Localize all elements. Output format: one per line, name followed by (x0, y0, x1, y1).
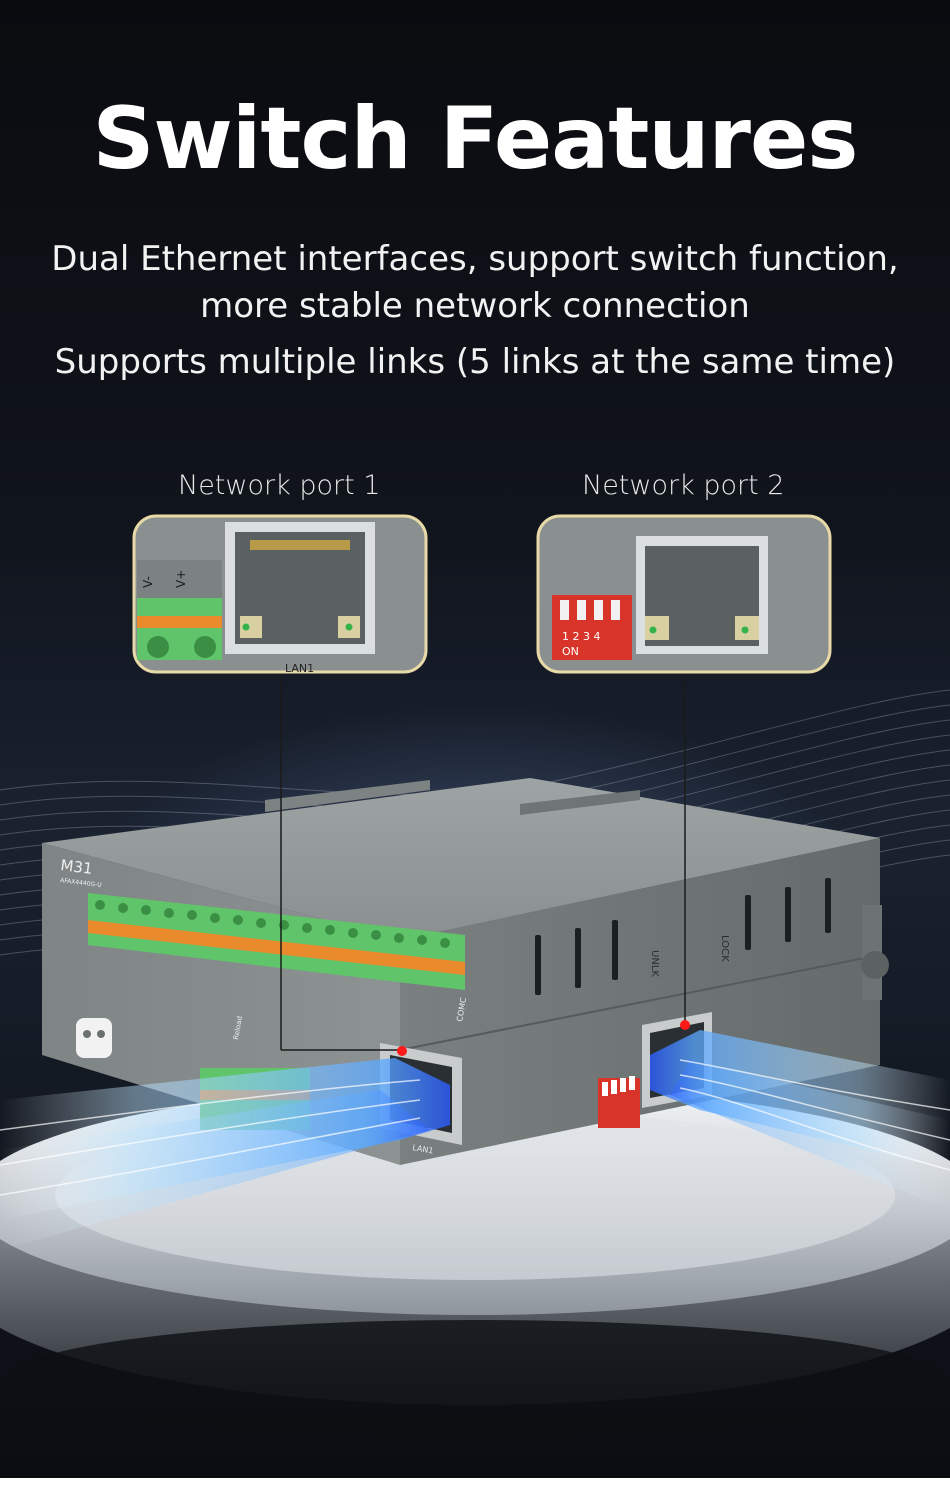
port2-marker (680, 1020, 690, 1030)
comc-label: COMC (455, 996, 468, 1022)
brand-logo (76, 1018, 112, 1058)
callout-lines (280, 672, 686, 1051)
dip-on-label: ON (562, 645, 579, 658)
page-title: Switch Features (92, 89, 858, 189)
subtitle-line-2: more stable network connection (200, 286, 750, 326)
dip-numbers: 1 2 3 4 (562, 630, 600, 643)
callout-port2 (536, 514, 832, 674)
lan-label-device: LAN1 (412, 1143, 434, 1156)
network-port-1-label: Network port 1 (178, 470, 381, 501)
lan-label-callout: LAN1 (285, 662, 314, 675)
v-plus-label: V+ (174, 570, 188, 588)
unlock-label: UNLK (649, 950, 660, 977)
device-model-text: M31 (60, 856, 94, 878)
port1-marker (397, 1046, 407, 1056)
lock-label: LOCK (719, 935, 730, 962)
callout-port1 (132, 514, 428, 674)
v-minus-label: V- (141, 576, 155, 588)
network-port-2-label: Network port 2 (582, 470, 785, 501)
pedestal (0, 1085, 950, 1440)
subtitle-line-3: Supports multiple links (5 links at the … (54, 342, 896, 382)
data-streams (0, 1030, 950, 1250)
subtitle-line-1: Dual Ethernet interfaces, support switch… (51, 239, 899, 279)
bottom-edge (0, 1478, 950, 1490)
